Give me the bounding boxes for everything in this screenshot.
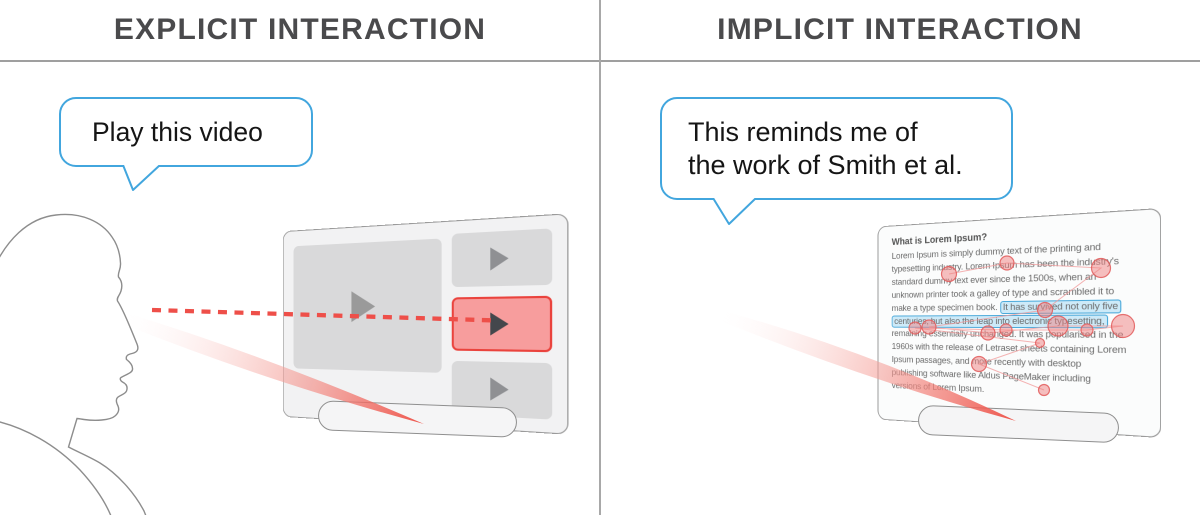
document-line: make a type specimen book. It has surviv… [892, 299, 1142, 315]
right-panel-implicit: IMPLICIT INTERACTION This reminds me of … [600, 0, 1200, 515]
speech-bubble-right: This reminds me of the work of Smith et … [660, 97, 1013, 200]
text-highlight-selection[interactable]: centuries, but also the leap into electr… [891, 313, 1108, 328]
document-line: centuries, but also the leap into electr… [891, 313, 1142, 329]
left-panel-title: EXPLICIT INTERACTION [0, 0, 600, 62]
video-thumbnail-selected[interactable] [451, 295, 553, 353]
speech-bubble-right-line2: the work of Smith et al. [688, 149, 963, 180]
right-panel-title: IMPLICIT INTERACTION [600, 0, 1200, 62]
left-panel-explicit: EXPLICIT INTERACTION Play this video [0, 0, 600, 438]
speech-bubble-left: Play this video [59, 97, 313, 167]
document-screen: What is Lorem Ipsum? Lorem Ipsum is simp… [877, 207, 1162, 439]
speech-bubble-left-text: Play this video [92, 116, 263, 147]
tv-stand [317, 400, 518, 438]
speech-bubble-tail-right [712, 198, 757, 225]
text-highlight-selection[interactable]: It has survived not only five [999, 299, 1122, 314]
video-main-area[interactable] [293, 238, 442, 373]
play-icon [350, 290, 378, 323]
video-thumbnail-1[interactable] [451, 228, 553, 288]
play-icon [489, 377, 512, 402]
panel-divider [599, 0, 601, 515]
play-icon [489, 312, 512, 336]
speech-bubble-tail-left [122, 165, 161, 191]
play-icon [489, 246, 512, 271]
speech-bubble-right-line1: This reminds me of [688, 116, 918, 147]
